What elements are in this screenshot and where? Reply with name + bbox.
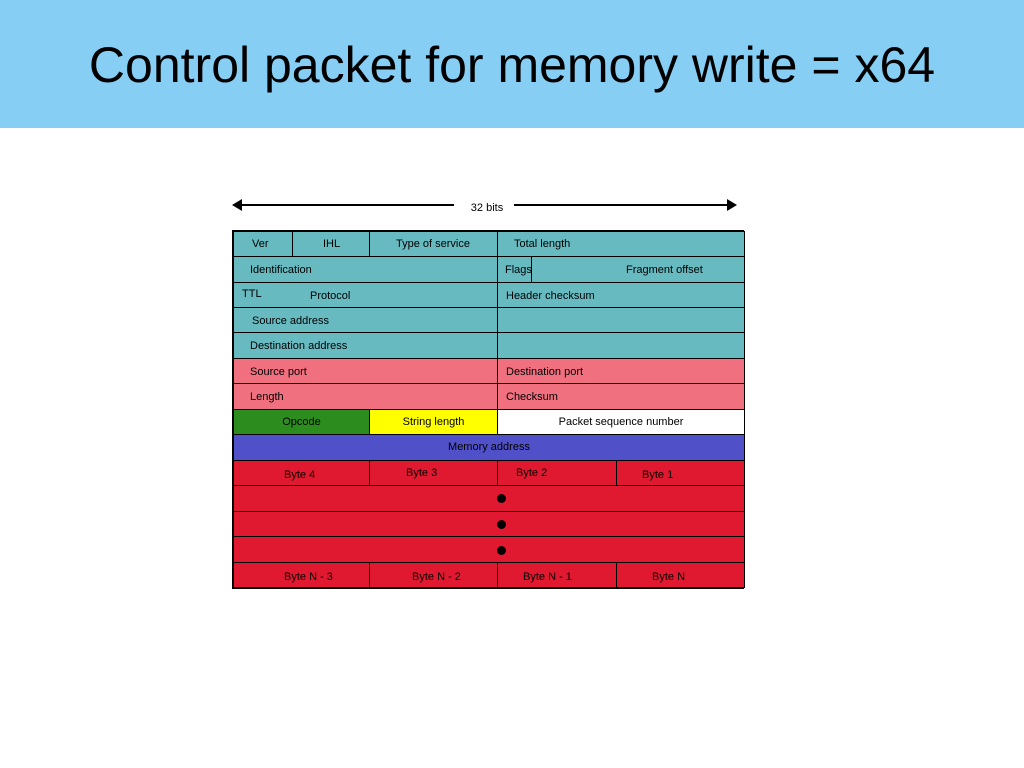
bits-label: 32 bits	[470, 202, 504, 214]
field-destination-port: Destination port	[497, 358, 745, 384]
field-byte-1-label: Byte 1	[642, 469, 674, 481]
field-byte-n-label: Byte N	[652, 571, 686, 583]
field-packet-sequence-number: Packet sequence number	[497, 409, 745, 435]
field-ver: Ver	[233, 231, 293, 257]
continuation-row	[233, 485, 745, 512]
arrow-right-icon	[727, 199, 737, 211]
width-line-right	[514, 204, 730, 206]
field-ihl-label: IHL	[323, 238, 341, 250]
field-source-address-cont	[497, 307, 745, 333]
ellipsis-dot-icon	[497, 546, 506, 555]
field-type-of-service-label: Type of service	[396, 238, 470, 250]
field-string-length-label: String length	[402, 416, 465, 428]
width-line-left	[240, 204, 454, 206]
field-protocol-label: Protocol	[310, 290, 351, 302]
field-destination-address: Destination address	[233, 332, 498, 359]
field-fragment-offset-label: Fragment offset	[626, 264, 703, 276]
slide-title: Control packet for memory write = x64	[88, 37, 936, 93]
field-byte-n-minus-3-label: Byte N - 3	[284, 571, 333, 583]
continuation-row	[233, 536, 745, 563]
field-memory-address: Memory address	[233, 434, 745, 461]
field-source-address-label: Source address	[252, 315, 330, 327]
field-byte-3: Byte 3	[369, 460, 498, 486]
field-byte-n-minus-2-label: Byte N - 2	[412, 571, 461, 583]
field-checksum: Checksum	[497, 383, 745, 410]
ellipsis-dot-icon	[497, 494, 506, 503]
field-length-label: Length	[250, 391, 284, 403]
field-byte-2: Byte 2	[497, 460, 617, 486]
packet-diagram: Ver IHL Type of service Total length Ide…	[232, 230, 745, 589]
field-memory-address-label: Memory address	[448, 441, 530, 453]
field-source-port-label: Source port	[250, 366, 307, 378]
field-fragment-offset: Fragment offset	[531, 256, 745, 283]
field-flags: Flags	[497, 256, 532, 283]
title-bar	[0, 0, 1024, 128]
field-source-address: Source address	[233, 307, 498, 333]
field-byte-n-minus-1-label: Byte N - 1	[523, 571, 572, 583]
field-byte-1: Byte 1	[616, 460, 745, 486]
continuation-row	[233, 511, 745, 537]
field-ttl-label: TTL	[242, 288, 262, 300]
field-checksum-label: Checksum	[506, 391, 558, 403]
field-byte-4-label: Byte 4	[284, 469, 316, 481]
ellipsis-dot-icon	[497, 520, 506, 529]
field-flags-label: Flags	[505, 264, 532, 276]
field-byte-4: Byte 4	[233, 460, 370, 486]
field-header-checksum: Header checksum	[497, 282, 745, 308]
field-ttl-protocol: TTL Protocol	[233, 282, 498, 308]
field-byte-2-label: Byte 2	[516, 467, 548, 479]
field-total-length: Total length	[497, 231, 745, 257]
field-type-of-service: Type of service	[369, 231, 498, 257]
field-length: Length	[233, 383, 498, 410]
field-destination-address-cont	[497, 332, 745, 359]
field-identification: Identification	[233, 256, 498, 283]
field-ihl: IHL	[292, 231, 370, 257]
field-byte-3-label: Byte 3	[406, 467, 438, 479]
field-opcode-label: Opcode	[282, 416, 321, 428]
field-byte-n-minus-2: Byte N - 2	[369, 562, 498, 588]
arrow-left-icon	[232, 199, 242, 211]
field-source-port: Source port	[233, 358, 498, 384]
field-opcode: Opcode	[233, 409, 370, 435]
field-byte-n: Byte N	[616, 562, 745, 588]
field-total-length-label: Total length	[514, 238, 571, 250]
field-destination-port-label: Destination port	[506, 366, 584, 378]
field-string-length: String length	[369, 409, 498, 435]
field-identification-label: Identification	[250, 264, 312, 276]
field-byte-n-minus-3: Byte N - 3	[233, 562, 370, 588]
field-byte-n-minus-1: Byte N - 1	[497, 562, 617, 588]
field-destination-address-label: Destination address	[250, 340, 348, 352]
field-ver-label: Ver	[252, 238, 269, 250]
field-header-checksum-label: Header checksum	[506, 290, 595, 302]
field-packet-sequence-number-label: Packet sequence number	[558, 416, 684, 428]
